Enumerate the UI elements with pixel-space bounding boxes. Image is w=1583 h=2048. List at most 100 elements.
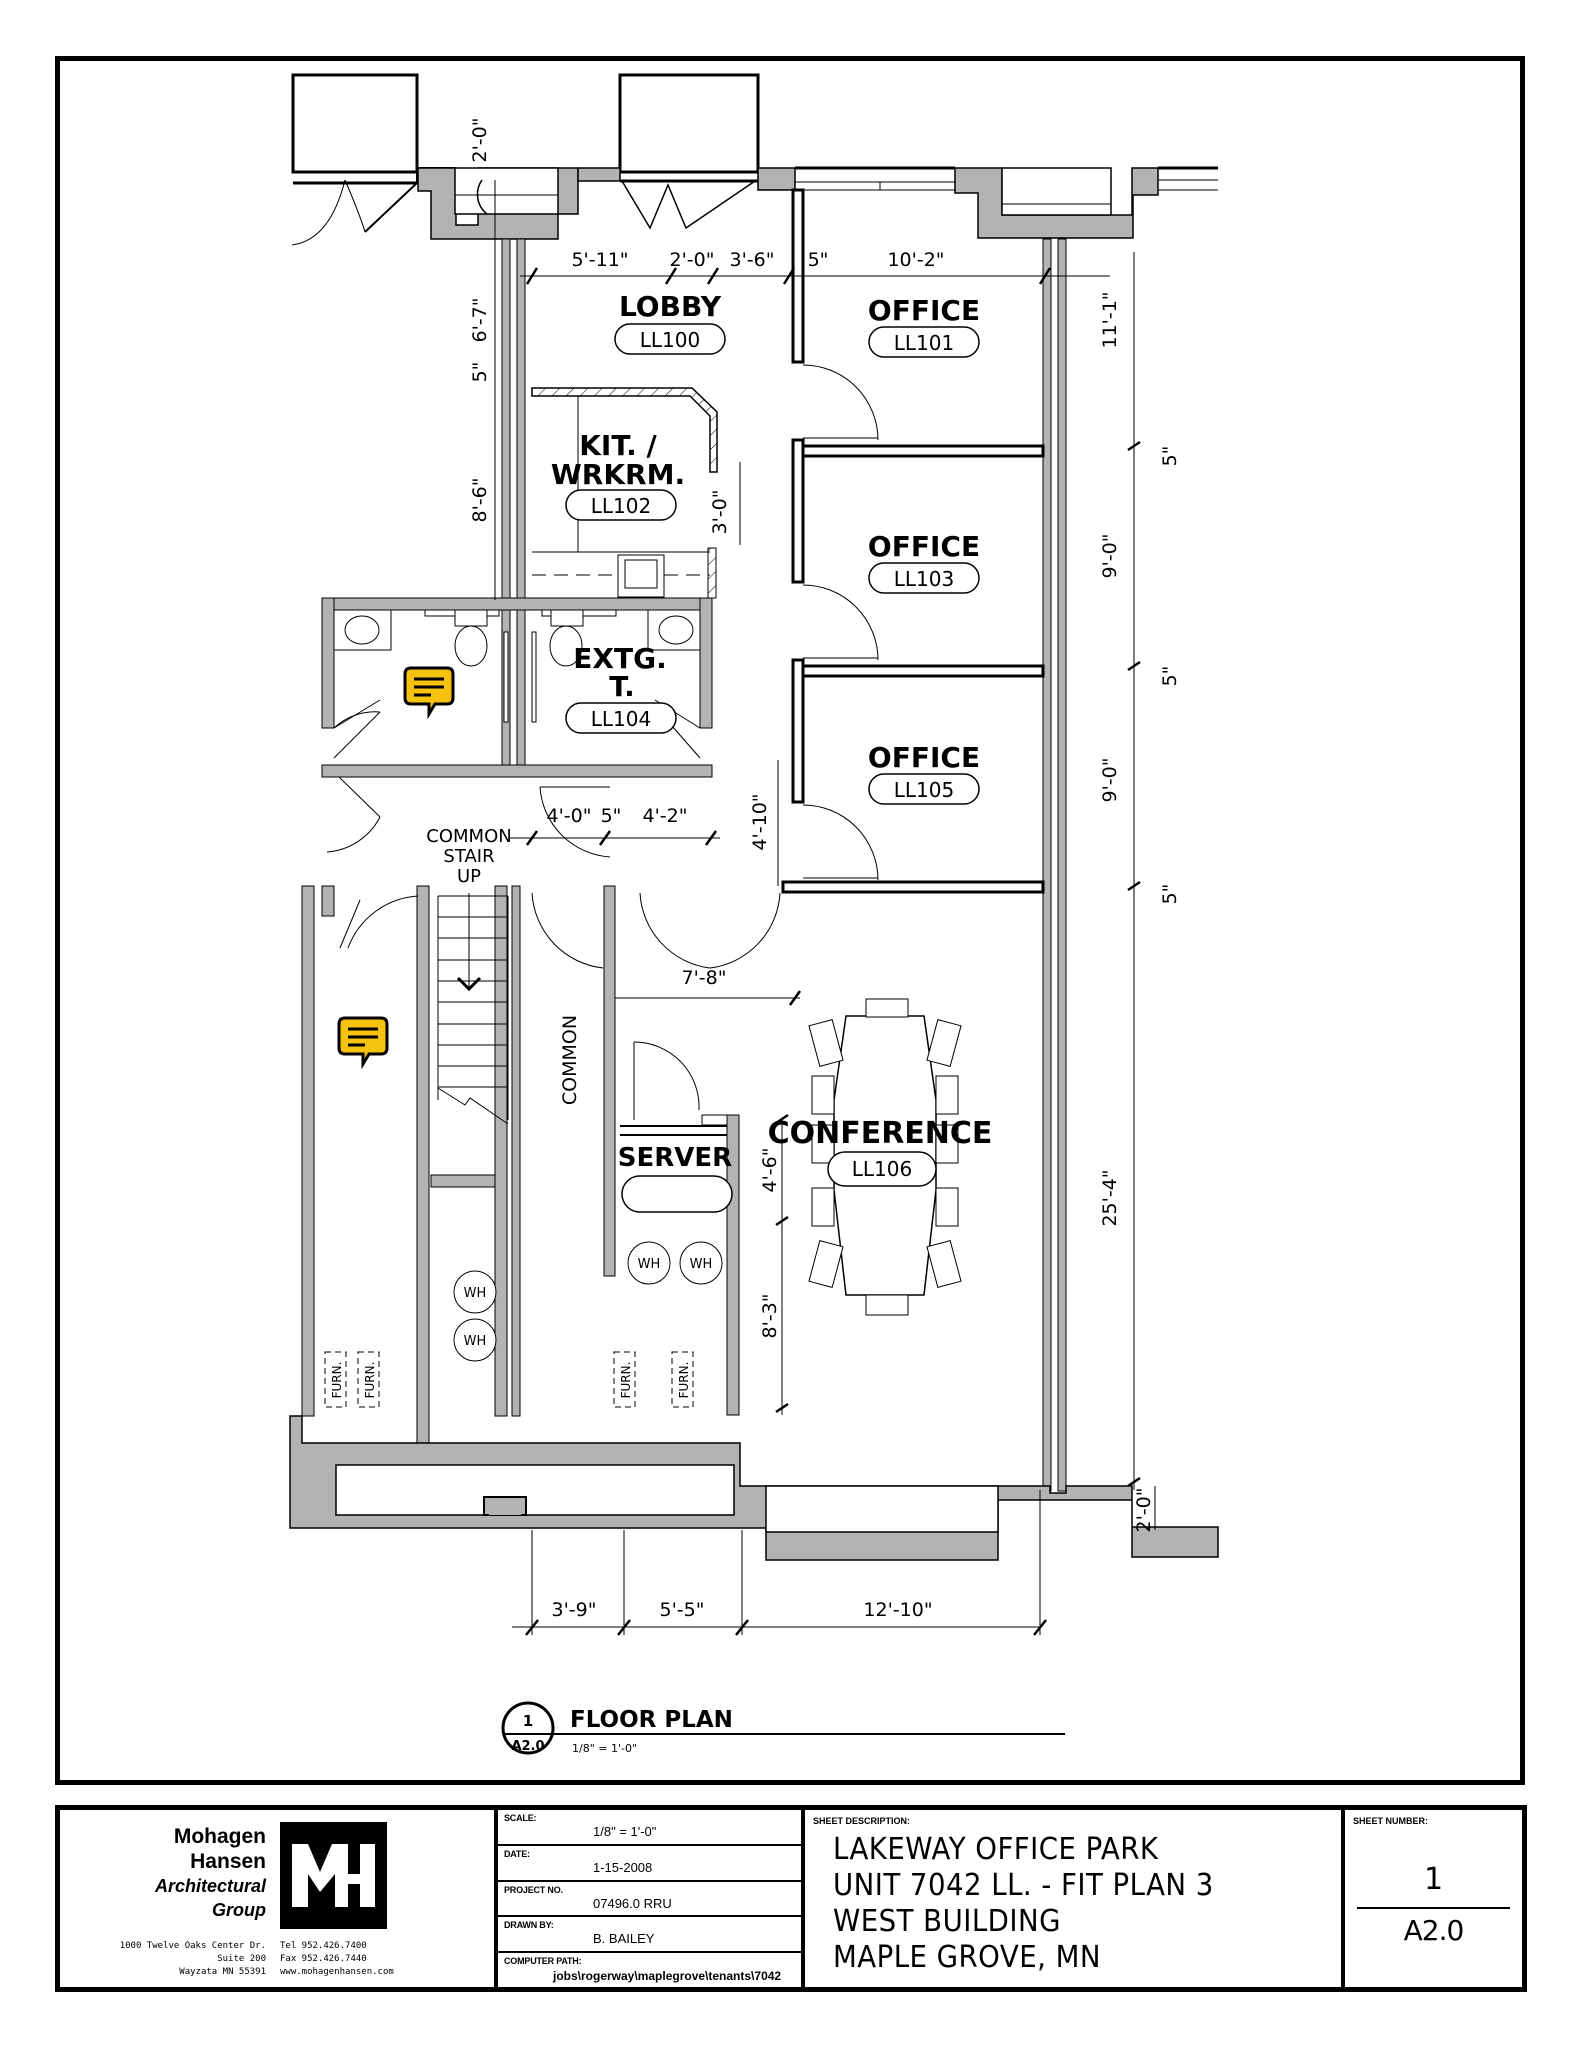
drawing-title: 1 A2.0 FLOOR PLAN 1/8" = 1'-0" bbox=[501, 1701, 1065, 1755]
dimension-lines bbox=[494, 180, 1156, 1636]
exterior-top-wall bbox=[291, 73, 1218, 246]
info-computer-path: COMPUTER PATH: jobs\rogerway\maplegrove\… bbox=[504, 1956, 782, 1984]
drawing-frame bbox=[55, 56, 1525, 1785]
firm-name: Mohagen Hansen bbox=[173, 1825, 266, 1873]
svg-text:8'-6": 8'-6" bbox=[469, 478, 491, 523]
restroom-fixtures bbox=[333, 609, 701, 759]
svg-text:5": 5" bbox=[1159, 666, 1181, 687]
sheet-ref-value: A2.0 bbox=[1403, 1914, 1465, 1947]
svg-text:LOBBY: LOBBY bbox=[619, 290, 722, 323]
callout-detail-number: 1 bbox=[523, 1712, 533, 1730]
plan-notes: COMMON STAIR UP COMMON WH WH WH WH FURN.… bbox=[330, 826, 712, 1398]
svg-text:3'-6": 3'-6" bbox=[730, 249, 775, 271]
room-tags: LOBBY LL100 OFFICE LL101 KIT. / WRKRM. L… bbox=[551, 290, 993, 1213]
room-tag-office-105: OFFICE LL105 bbox=[868, 741, 980, 805]
svg-text:WH: WH bbox=[638, 1257, 661, 1272]
comment-icon[interactable] bbox=[337, 1016, 389, 1070]
corridor-doors bbox=[326, 776, 781, 1120]
info-drawn-by: DRAWN BY: B. BAILEY bbox=[498, 1917, 801, 1954]
svg-text:3'-9": 3'-9" bbox=[552, 1599, 597, 1621]
svg-text:9'-0": 9'-0" bbox=[1099, 758, 1121, 803]
room-tag-office-101: OFFICE LL101 bbox=[868, 294, 980, 358]
svg-text:KIT. /: KIT. / bbox=[579, 429, 657, 462]
kitchen-counter bbox=[531, 387, 718, 599]
svg-text:5'-5": 5'-5" bbox=[660, 1599, 705, 1621]
firm-info: Mohagen Hansen Architectural Group 1000 … bbox=[60, 1810, 498, 1987]
svg-text:4'-10": 4'-10" bbox=[749, 793, 771, 850]
svg-text:WH: WH bbox=[464, 1334, 487, 1349]
exterior-bottom-wall bbox=[289, 1415, 1219, 1561]
svg-text:SERVER: SERVER bbox=[618, 1143, 732, 1173]
room-tag-conference: CONFERENCE LL106 bbox=[768, 1116, 993, 1187]
svg-text:2'-0": 2'-0" bbox=[670, 249, 715, 271]
project-info: SCALE: 1/8" = 1'-0" DATE: 1-15-2008 PROJ… bbox=[498, 1810, 805, 1987]
comment-icon[interactable] bbox=[403, 666, 455, 720]
svg-text:10'-2": 10'-2" bbox=[887, 249, 944, 271]
room-tag-lobby: LOBBY LL100 bbox=[614, 290, 726, 355]
svg-text:FURN.: FURN. bbox=[677, 1362, 691, 1399]
svg-text:OFFICE: OFFICE bbox=[868, 741, 980, 774]
drawing-title-text: FLOOR PLAN bbox=[570, 1707, 733, 1733]
interior-walls bbox=[301, 238, 1067, 1497]
svg-text:9'-0": 9'-0" bbox=[1099, 534, 1121, 579]
drawing-scale: 1/8" = 1'-0" bbox=[572, 1742, 637, 1755]
sheet-number: SHEET NUMBER: 1 A2.0 bbox=[1345, 1810, 1522, 1987]
svg-text:LL104: LL104 bbox=[591, 707, 651, 731]
svg-text:LL105: LL105 bbox=[894, 778, 954, 802]
sheet-description: SHEET DESCRIPTION: LAKEWAY OFFICE PARK U… bbox=[805, 1810, 1345, 1987]
firm-subtitle: Architectural Group bbox=[154, 1876, 266, 1920]
svg-text:2'-0": 2'-0" bbox=[469, 118, 491, 163]
sheet-divider bbox=[1357, 1907, 1510, 1909]
svg-text:5": 5" bbox=[1159, 446, 1181, 467]
firm-contact: Tel 952.426.7400 Fax 952.426.7440 www.mo… bbox=[280, 1941, 394, 1977]
svg-text:5": 5" bbox=[1159, 884, 1181, 905]
svg-text:FURN.: FURN. bbox=[363, 1362, 377, 1399]
svg-text:FURN.: FURN. bbox=[330, 1362, 344, 1399]
svg-text:5": 5" bbox=[469, 362, 491, 383]
svg-text:8'-3": 8'-3" bbox=[759, 1294, 781, 1339]
svg-text:7'-8": 7'-8" bbox=[682, 967, 727, 989]
info-scale: SCALE: 1/8" = 1'-0" bbox=[498, 1810, 801, 1846]
svg-text:5": 5" bbox=[601, 805, 622, 827]
room-tag-kitchen: KIT. / WRKRM. LL102 bbox=[551, 429, 685, 521]
svg-text:COMMON: COMMON bbox=[559, 1015, 581, 1105]
svg-text:LL100: LL100 bbox=[640, 328, 700, 352]
svg-text:4'-2": 4'-2" bbox=[643, 805, 688, 827]
dimension-text: 5'-11" 2'-0" 3'-6" 5" 10'-2" 2'-0" 6'-7"… bbox=[469, 118, 1181, 1622]
svg-text:LL106: LL106 bbox=[852, 1157, 912, 1181]
title-block: Mohagen Hansen Architectural Group 1000 … bbox=[55, 1805, 1527, 1992]
room-tag-server: SERVER bbox=[618, 1143, 733, 1213]
sheet-number-value: 1 bbox=[1423, 1862, 1444, 1897]
svg-text:5": 5" bbox=[808, 249, 829, 271]
info-date: DATE: 1-15-2008 bbox=[498, 1846, 801, 1882]
svg-text:OFFICE: OFFICE bbox=[868, 294, 980, 327]
desc-line-2: UNIT 7042 LL. - FIT PLAN 3 bbox=[833, 1868, 1214, 1903]
svg-text:WRKRM.: WRKRM. bbox=[551, 458, 685, 491]
svg-text:CONFERENCE: CONFERENCE bbox=[768, 1116, 993, 1151]
svg-text:4'-0": 4'-0" bbox=[547, 805, 592, 827]
svg-text:COMMON: COMMON bbox=[426, 826, 511, 847]
desc-line-4: MAPLE GROVE, MN bbox=[833, 1940, 1101, 1975]
svg-text:OFFICE: OFFICE bbox=[868, 530, 980, 563]
mechanical-equipment bbox=[324, 1114, 728, 1408]
svg-text:LL101: LL101 bbox=[894, 331, 954, 355]
office-doors bbox=[802, 364, 879, 881]
svg-text:WH: WH bbox=[464, 1286, 487, 1301]
svg-text:EXTG.: EXTG. bbox=[573, 642, 666, 675]
conference-table bbox=[808, 998, 962, 1316]
room-tag-restroom: EXTG. T. LL104 bbox=[565, 642, 677, 734]
svg-text:6'-7": 6'-7" bbox=[469, 298, 491, 343]
svg-text:25'-4": 25'-4" bbox=[1099, 1169, 1121, 1226]
svg-text:UP: UP bbox=[457, 866, 481, 887]
info-project-no: PROJECT NO. 07496.0 RRU bbox=[498, 1882, 801, 1918]
svg-text:4'-6": 4'-6" bbox=[759, 1148, 781, 1193]
svg-text:2'-0": 2'-0" bbox=[1133, 1488, 1155, 1533]
common-stair bbox=[437, 893, 509, 1125]
svg-text:12'-10": 12'-10" bbox=[863, 1599, 932, 1621]
svg-text:FURN.: FURN. bbox=[619, 1362, 633, 1399]
svg-text:5'-11": 5'-11" bbox=[571, 249, 628, 271]
callout-sheet-ref: A2.0 bbox=[511, 1739, 544, 1754]
svg-text:3'-0": 3'-0" bbox=[709, 490, 731, 535]
svg-text:11'-1": 11'-1" bbox=[1099, 291, 1121, 348]
